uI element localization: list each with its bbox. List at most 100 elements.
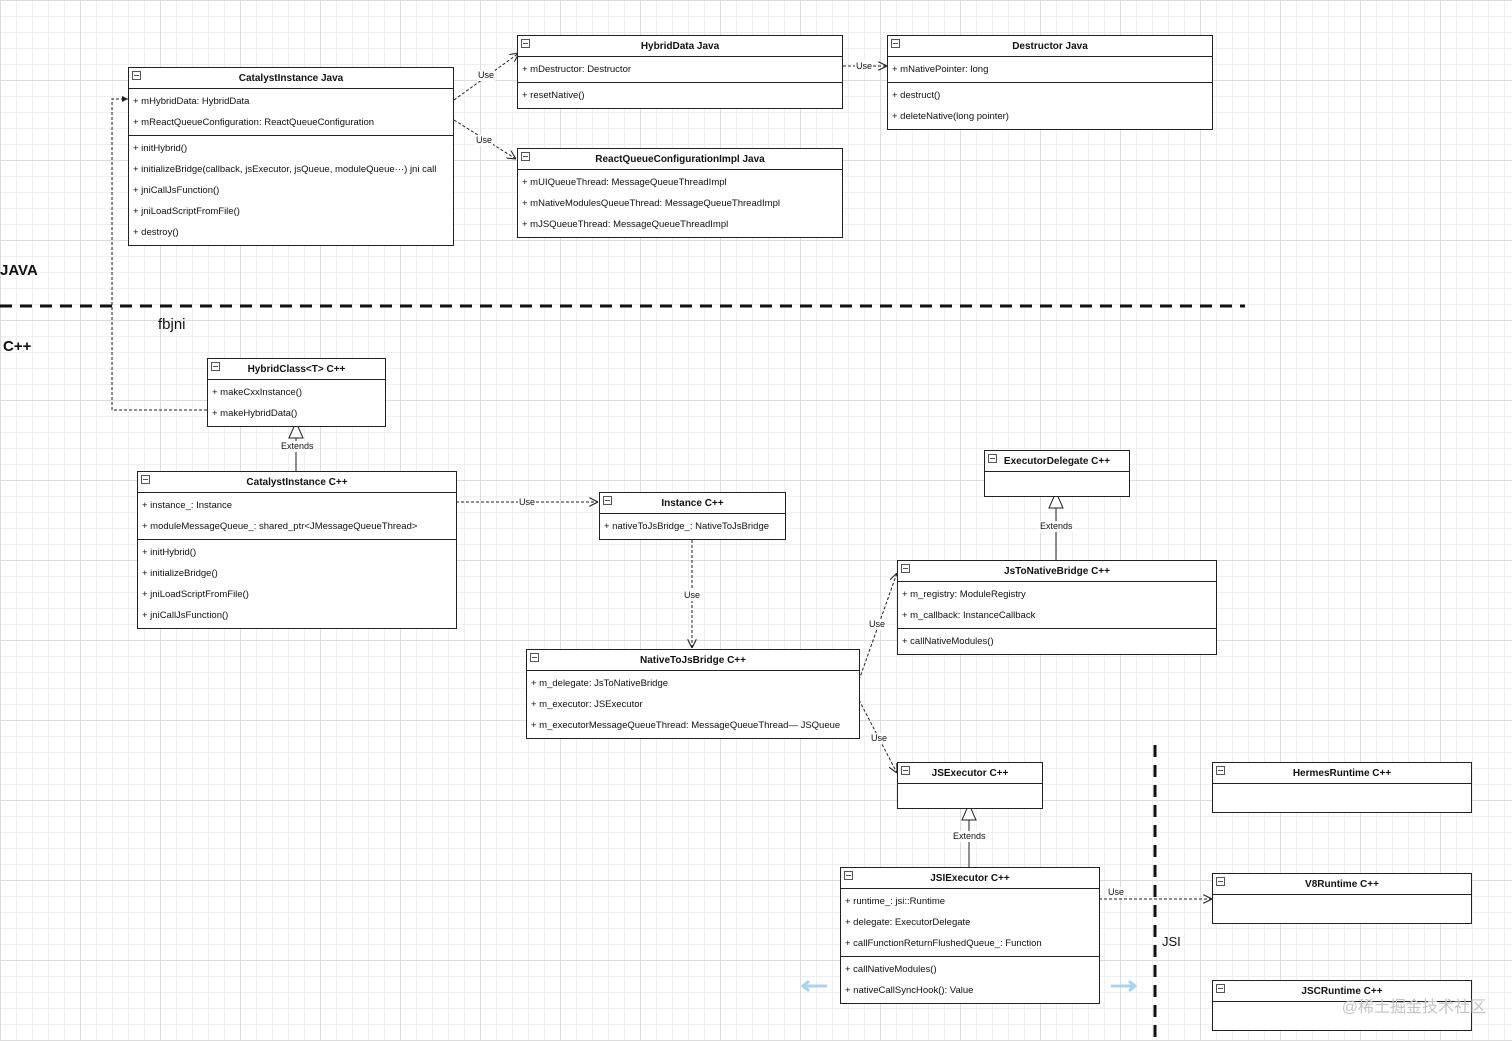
collapse-toggle-icon[interactable]	[1216, 877, 1225, 886]
class-method: + initHybrid()	[133, 143, 188, 154]
class-destructor-java[interactable]: Destructor Java + mNativePointer: long +…	[887, 35, 1213, 130]
class-title: Destructor Java	[1012, 40, 1088, 52]
inherit-triangle-jsexecutor	[961, 802, 977, 821]
class-method: + deleteNative(long pointer)	[892, 111, 1009, 122]
edge-label-extends: Extends	[952, 831, 987, 842]
attributes-section: + mDestructor: Destructor	[518, 57, 842, 83]
class-catalyst-instance-cpp[interactable]: CatalystInstance C++ + instance_: Instan…	[137, 471, 457, 629]
class-method: + nativeCallSyncHook(): Value	[845, 985, 974, 996]
attributes-section: + runtime_: jsi::Runtime + delegate: Exe…	[841, 889, 1099, 957]
class-method: + jniCallJsFunction()	[142, 610, 229, 621]
class-method: + initializeBridge(callback, jsExecutor,…	[133, 164, 437, 175]
region-label-cpp: C++	[3, 338, 32, 355]
class-method: + jniLoadScriptFromFile()	[133, 206, 240, 217]
class-attribute: + delegate: ExecutorDelegate	[845, 917, 971, 928]
class-attribute: + mJSQueueThread: MessageQueueThreadImpl	[522, 219, 729, 230]
class-attribute: + runtime_: jsi::Runtime	[845, 896, 946, 907]
class-attribute: + mUIQueueThread: MessageQueueThreadImpl	[522, 177, 727, 188]
collapse-toggle-icon[interactable]	[211, 362, 220, 371]
methods-section: + callNativeModules() + nativeCallSyncHo…	[841, 957, 1099, 1003]
class-method: + makeHybridData()	[212, 408, 298, 419]
attributes-section: + mHybridData: HybridData + mReactQueueC…	[129, 89, 453, 136]
class-attribute: + mHybridData: HybridData	[133, 96, 250, 107]
region-label-fbjni: fbjni	[158, 316, 186, 333]
class-hybriddata-java[interactable]: HybridData Java + mDestructor: Destructo…	[517, 35, 843, 109]
methods-section: + destruct() + deleteNative(long pointer…	[888, 83, 1212, 129]
collapse-toggle-icon[interactable]	[988, 454, 997, 463]
attributes-section: + nativeToJsBridge_: NativeToJsBridge	[600, 514, 785, 539]
class-title: HybridClass<T> C++	[247, 363, 346, 375]
region-label-jsi: JSI	[1162, 934, 1181, 949]
class-title: HermesRuntime C++	[1292, 767, 1392, 779]
class-attribute: + moduleMessageQueue_: shared_ptr<JMessa…	[142, 521, 418, 532]
edge-label-use: Use	[870, 733, 889, 744]
class-title: V8Runtime C++	[1305, 878, 1379, 890]
class-jscruntime-cpp[interactable]: JSCRuntime C++	[1212, 980, 1472, 1031]
class-method: + destruct()	[892, 90, 941, 101]
methods-section: + callNativeModules()	[898, 629, 1216, 654]
empty-compartment	[1213, 895, 1471, 923]
edge-hybridclass-to-catalyst-java	[111, 96, 207, 411]
watermark: @稀土掘金技术社区	[1341, 999, 1486, 1016]
class-v8runtime-cpp[interactable]: V8Runtime C++	[1212, 873, 1472, 924]
class-title: CatalystInstance C++	[246, 476, 348, 488]
class-method: + callNativeModules()	[845, 964, 937, 975]
class-attribute: + m_executor: JSExecutor	[531, 699, 643, 710]
class-attribute: + m_delegate: JsToNativeBridge	[531, 678, 669, 689]
class-method: + initializeBridge()	[142, 568, 218, 579]
class-nativetojsbridge-cpp[interactable]: NativeToJsBridge C++ + m_delegate: JsToN…	[526, 649, 860, 739]
collapse-toggle-icon[interactable]	[844, 871, 853, 880]
class-attribute: + instance_: Instance	[142, 500, 233, 511]
edge-label-extends: Extends	[280, 441, 315, 452]
collapse-toggle-icon[interactable]	[141, 475, 150, 484]
class-title: CatalystInstance Java	[238, 72, 344, 84]
attributes-section: + instance_: Instance + moduleMessageQue…	[138, 493, 456, 540]
class-hybridclass-cpp[interactable]: HybridClass<T> C++ + makeCxxInstance() +…	[207, 358, 386, 427]
class-attribute: + m_executorMessageQueueThread: MessageQ…	[531, 720, 841, 731]
region-label-java: JAVA	[0, 262, 38, 279]
attributes-section: + mUIQueueThread: MessageQueueThreadImpl…	[518, 170, 842, 237]
class-catalyst-instance-java[interactable]: CatalystInstance Java + mHybridData: Hyb…	[128, 67, 454, 246]
class-attribute: + callFunctionReturnFlushedQueue_: Funct…	[845, 938, 1042, 949]
class-instance-cpp[interactable]: Instance C++ + nativeToJsBridge_: Native…	[599, 492, 786, 540]
class-hermesruntime-cpp[interactable]: HermesRuntime C++	[1212, 762, 1472, 813]
selection-handle-right[interactable]	[1111, 979, 1138, 993]
attributes-section: + makeCxxInstance() + makeHybridData()	[208, 380, 385, 426]
selection-handle-left[interactable]	[800, 979, 827, 993]
class-attribute: + m_callback: InstanceCallback	[902, 610, 1036, 621]
class-title: NativeToJsBridge C++	[640, 654, 746, 666]
attributes-section: + m_registry: ModuleRegistry + m_callbac…	[898, 582, 1216, 629]
attributes-section: + m_delegate: JsToNativeBridge + m_execu…	[527, 671, 859, 738]
collapse-toggle-icon[interactable]	[901, 564, 910, 573]
class-jsiexecutor-cpp[interactable]: JSIExecutor C++ + runtime_: jsi::Runtime…	[840, 867, 1100, 1004]
methods-section: + initHybrid() + initializeBridge(callba…	[129, 136, 453, 245]
class-jstonativebridge-cpp[interactable]: JsToNativeBridge C++ + m_registry: Modul…	[897, 560, 1217, 655]
collapse-toggle-icon[interactable]	[1216, 984, 1225, 993]
class-attribute: + mReactQueueConfiguration: ReactQueueCo…	[133, 117, 375, 128]
class-title: JSCRuntime C++	[1301, 985, 1383, 997]
collapse-toggle-icon[interactable]	[1216, 766, 1225, 775]
collapse-toggle-icon[interactable]	[603, 496, 612, 505]
class-attribute: + mNativeModulesQueueThread: MessageQueu…	[522, 198, 780, 209]
methods-section: + initHybrid() + initializeBridge() + jn…	[138, 540, 456, 628]
edge-label-extends: Extends	[1039, 521, 1074, 532]
collapse-toggle-icon[interactable]	[530, 653, 539, 662]
collapse-toggle-icon[interactable]	[891, 39, 900, 48]
class-executordelegate-cpp[interactable]: ExecutorDelegate C++	[984, 450, 1130, 497]
class-title: HybridData Java	[640, 40, 720, 52]
collapse-toggle-icon[interactable]	[521, 39, 530, 48]
collapse-toggle-icon[interactable]	[132, 71, 141, 80]
edge-label-use: Use	[683, 590, 702, 601]
edge-label-use: Use	[475, 135, 494, 146]
class-attribute: + m_registry: ModuleRegistry	[902, 589, 1026, 600]
class-method: + jniLoadScriptFromFile()	[142, 589, 249, 600]
class-attribute: + mNativePointer: long	[892, 64, 989, 75]
class-method: + destroy()	[133, 227, 179, 238]
collapse-toggle-icon[interactable]	[901, 766, 910, 775]
class-react-queue-configuration-java[interactable]: ReactQueueConfigurationImpl Java + mUIQu…	[517, 148, 843, 238]
class-method: + callNativeModules()	[902, 636, 994, 647]
collapse-toggle-icon[interactable]	[521, 152, 530, 161]
attributes-section: + mNativePointer: long	[888, 57, 1212, 83]
empty-compartment	[898, 784, 1042, 808]
class-jsexecutor-cpp[interactable]: JSExecutor C++	[897, 762, 1043, 809]
